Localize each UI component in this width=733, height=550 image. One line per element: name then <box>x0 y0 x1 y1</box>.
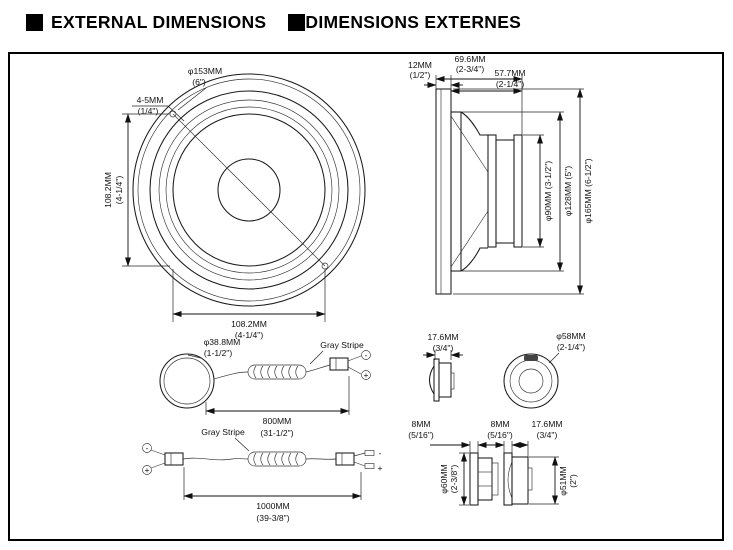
terminal-plus-sign: + <box>363 370 368 380</box>
gray-stripe-label: Gray Stripe <box>320 340 364 350</box>
dim-mount-a-diameter-in: (2-3/8") <box>449 465 459 494</box>
terminal-plus-sign: + <box>377 463 382 473</box>
dimensions-diagram-panel: φ153MM (6") 4-5MM (1/4") 108.2MM (4-1/4"… <box>8 52 724 541</box>
dim-tweeter-diameter-in: (2-1/4") <box>557 342 586 352</box>
terminal-plus <box>361 370 371 380</box>
cable-connector <box>329 357 349 371</box>
tweeter-mount-b-view: 8MM (5/16") 17.6MM (3/4") φ51MM (2") <box>487 419 578 506</box>
dim-woofer-width-in: (4-1/4") <box>235 330 264 340</box>
dim-mount-a-lip-in: (5/16") <box>408 430 434 440</box>
dim-tweeter-depth: 17.6MM <box>427 332 458 342</box>
black-square-icon <box>288 14 306 31</box>
terminal-plus-sign: + <box>144 465 149 475</box>
cable-wire <box>182 457 249 461</box>
crossover-cable-assembly: - + - + Gray Stripe 1000MM (39-3/8") <box>142 427 383 523</box>
dim-woofer-depth-rear-in: (2-1/4") <box>496 79 525 89</box>
tweeter-grille <box>163 357 211 405</box>
dim-woofer-screw-diameter: φ153MM <box>188 66 222 76</box>
dim-woofer-depth-rear: 57.7MM <box>494 68 525 78</box>
woofer-side-view: 69.6MM (2-3/4") 12MM (1/2") 57.7MM (2-1/… <box>408 54 593 295</box>
dim-woofer-depth-total: 69.6MM <box>454 54 485 64</box>
title-french: DIMENSIONS EXTERNES <box>305 12 522 32</box>
terminal-minus-sign: - <box>379 448 382 458</box>
spade-terminal <box>364 450 375 456</box>
tweeter-front-view: φ58MM (2-1/4") <box>503 331 586 409</box>
dim-crossover-cable-length: 1000MM <box>256 501 289 511</box>
black-square-icon <box>26 14 43 31</box>
tweeter-side-view: 17.6MM (3/4") <box>423 332 463 402</box>
dim-woofer-rim-in: (1/4") <box>138 106 159 116</box>
dim-tweeter-depth-in: (3/4") <box>433 343 454 353</box>
tweeter-cable-assembly: φ38.8MM (1-1/2") - + Gray Stripe 800MM (… <box>159 337 371 438</box>
dim-crossover-cable-length-in: (39-3/8") <box>256 513 289 523</box>
terminal-minus <box>361 350 371 360</box>
dim-woofer-depth-front-in: (1/2") <box>410 70 431 80</box>
dim-tweeter-cable-length-in: (31-1/2") <box>260 428 293 438</box>
terminal-plus <box>142 465 152 475</box>
dim-mount-b-depth-in: (3/4") <box>537 430 558 440</box>
cable-wire <box>213 371 249 380</box>
brand-badge <box>524 355 538 361</box>
dim-woofer-screw-diameter-in: (6") <box>192 77 206 87</box>
woofer-front-view: φ153MM (6") 4-5MM (1/4") 108.2MM (4-1/4"… <box>103 66 366 340</box>
dim-mount-b-lip: 8MM <box>490 419 509 429</box>
dim-woofer-width: 108.2MM <box>231 319 267 329</box>
dim-mount-b-diameter: φ51MM <box>558 466 568 495</box>
tweeter-mount-a-view: 8MM (5/16") φ60MM (2-3/8") <box>408 419 500 506</box>
dim-woofer-depth-front: 12MM <box>408 60 432 70</box>
page-header: EXTERNAL DIMENSIONS DIMENSIONS EXTERNES <box>26 12 521 33</box>
dim-woofer-cutout-diameter: φ128MM (5") <box>563 166 573 216</box>
dim-mount-a-lip: 8MM <box>411 419 430 429</box>
screw-diagonal-line <box>172 113 326 267</box>
dim-mount-b-lip-in: (5/16") <box>487 430 513 440</box>
dim-tweeter-grille-diameter-in: (1-1/2") <box>204 348 233 358</box>
dim-tweeter-diameter: φ58MM <box>556 331 585 341</box>
gray-stripe-label: Gray Stripe <box>201 427 245 437</box>
dimensions-diagram: φ153MM (6") 4-5MM (1/4") 108.2MM (4-1/4"… <box>103 54 593 523</box>
terminal-minus-sign: - <box>146 443 149 453</box>
dim-mount-a-diameter: φ60MM <box>439 464 449 493</box>
terminal-minus <box>142 443 152 453</box>
spade-terminal <box>364 463 375 469</box>
dim-woofer-frame-diameter: φ165MM (6-1/2") <box>583 158 593 223</box>
title-english: EXTERNAL DIMENSIONS <box>51 12 267 32</box>
terminal-minus-sign: - <box>365 350 368 360</box>
dim-woofer-depth-total-in: (2-3/4") <box>456 64 485 74</box>
dim-mount-b-diameter-in: (2") <box>568 474 578 488</box>
cable-connector <box>164 452 184 466</box>
dim-tweeter-cable-length: 800MM <box>263 416 292 426</box>
dim-woofer-magnet-diameter: φ90MM (3-1/2") <box>543 161 553 221</box>
dim-woofer-rim: 4-5MM <box>137 95 164 105</box>
dim-tweeter-grille-diameter: φ38.8MM <box>204 337 241 347</box>
dim-woofer-height: 108.2MM <box>103 172 113 208</box>
cable-connector <box>335 452 355 466</box>
dim-mount-b-depth: 17.6MM <box>531 419 562 429</box>
dim-woofer-height-in: (4-1/4") <box>114 176 124 205</box>
